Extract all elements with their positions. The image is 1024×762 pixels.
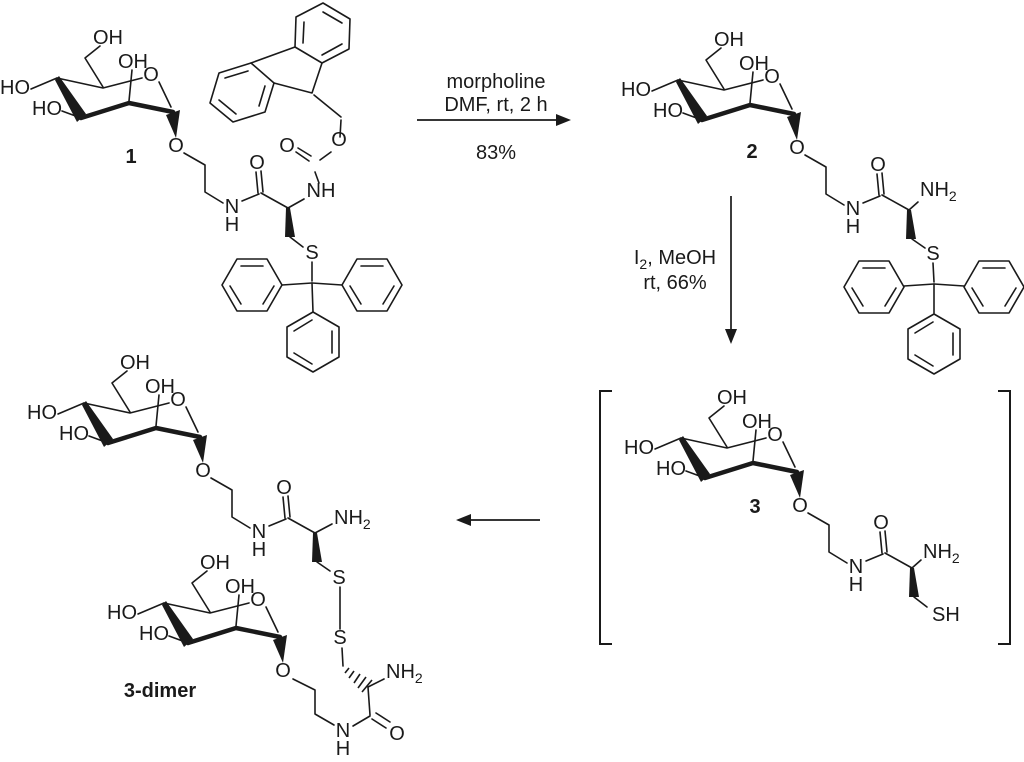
amide-nitrogen-label: N xyxy=(336,720,350,742)
mannose-unit xyxy=(27,352,211,482)
amine-label: NH2 xyxy=(386,661,423,686)
sulfur-label: S xyxy=(926,243,939,265)
dimer-lower-arm-bonds xyxy=(292,647,391,729)
carbamate-oxygen-label: O xyxy=(279,135,295,157)
mannose-unit xyxy=(107,552,291,682)
amide-nitrogen-label: N xyxy=(849,556,863,578)
compound-2: 2 N H O NH2 S xyxy=(621,29,1024,375)
fluorenyl-group xyxy=(209,2,351,123)
phenyl-ring xyxy=(341,258,403,312)
phenyl-ring xyxy=(843,260,905,314)
step1-conditions: DMF, rt, 2 h xyxy=(444,94,547,116)
compound-3: 3 N H O NH2 SH xyxy=(599,387,1011,645)
ester-oxygen-label: O xyxy=(331,129,347,151)
reaction-arrow-3 xyxy=(456,514,540,526)
left-bracket xyxy=(599,390,612,645)
amine-label: NH2 xyxy=(334,507,371,532)
amide-hydrogen-label: H xyxy=(252,539,266,561)
amine-label: NH2 xyxy=(923,541,960,566)
carbonyl-oxygen-label: O xyxy=(276,477,292,499)
phenyl-ring xyxy=(221,258,283,312)
reaction-arrow-1: morpholine DMF, rt, 2 h 83% xyxy=(417,71,571,164)
compound-2-label: 2 xyxy=(746,141,757,163)
compound-1-bonds xyxy=(183,94,343,313)
amide-nitrogen-label: N xyxy=(225,196,239,218)
step2-conditions: rt, 66% xyxy=(643,272,707,294)
sulfur-label: S xyxy=(333,627,346,649)
compound-2-bonds xyxy=(804,154,965,314)
carbonyl-oxygen-label: O xyxy=(873,512,889,534)
step2-reagents: I2, MeOH xyxy=(634,247,716,272)
compound-3-dimer-label: 3-dimer xyxy=(124,680,196,702)
amide-nitrogen-label: N xyxy=(846,198,860,220)
sulfur-label: S xyxy=(332,567,345,589)
amide-hydrogen-label: H xyxy=(225,214,239,236)
carbonyl-oxygen-label: O xyxy=(389,723,405,745)
step1-reagent: morpholine xyxy=(447,71,546,93)
right-bracket xyxy=(998,390,1011,645)
phenyl-ring xyxy=(907,313,961,375)
amide-hydrogen-label: H xyxy=(846,216,860,238)
phenyl-ring xyxy=(963,260,1024,314)
arrow-head xyxy=(556,114,571,126)
step1-yield: 83% xyxy=(476,142,516,164)
dimer-upper-arm-bonds xyxy=(210,477,333,572)
amide-nitrogen-label: N xyxy=(252,521,266,543)
compound-3-bonds xyxy=(807,512,928,608)
carbonyl-oxygen-label: O xyxy=(870,154,886,176)
amide-hydrogen-label: H xyxy=(336,738,350,760)
phenyl-ring xyxy=(286,311,340,373)
arrow-head xyxy=(725,329,737,344)
compound-1-label: 1 xyxy=(125,146,136,168)
amine-label: NH2 xyxy=(920,179,957,204)
reaction-arrow-2: I2, MeOH rt, 66% xyxy=(634,196,737,344)
compound-3-label: 3 xyxy=(749,496,760,518)
carbonyl-oxygen-label: O xyxy=(249,152,265,174)
mannose-unit xyxy=(0,27,184,157)
compound-3-dimer: 3-dimer N H xyxy=(27,352,423,760)
thiol-label: SH xyxy=(932,604,960,626)
mannose-unit xyxy=(624,387,808,517)
amide-hydrogen-label: H xyxy=(849,574,863,596)
compound-1: 1 xyxy=(0,2,403,373)
mannose-unit xyxy=(621,29,805,159)
sulfur-label: S xyxy=(305,242,318,264)
arrow-head xyxy=(456,514,471,526)
carbamate-nh-label: NH xyxy=(307,180,336,202)
